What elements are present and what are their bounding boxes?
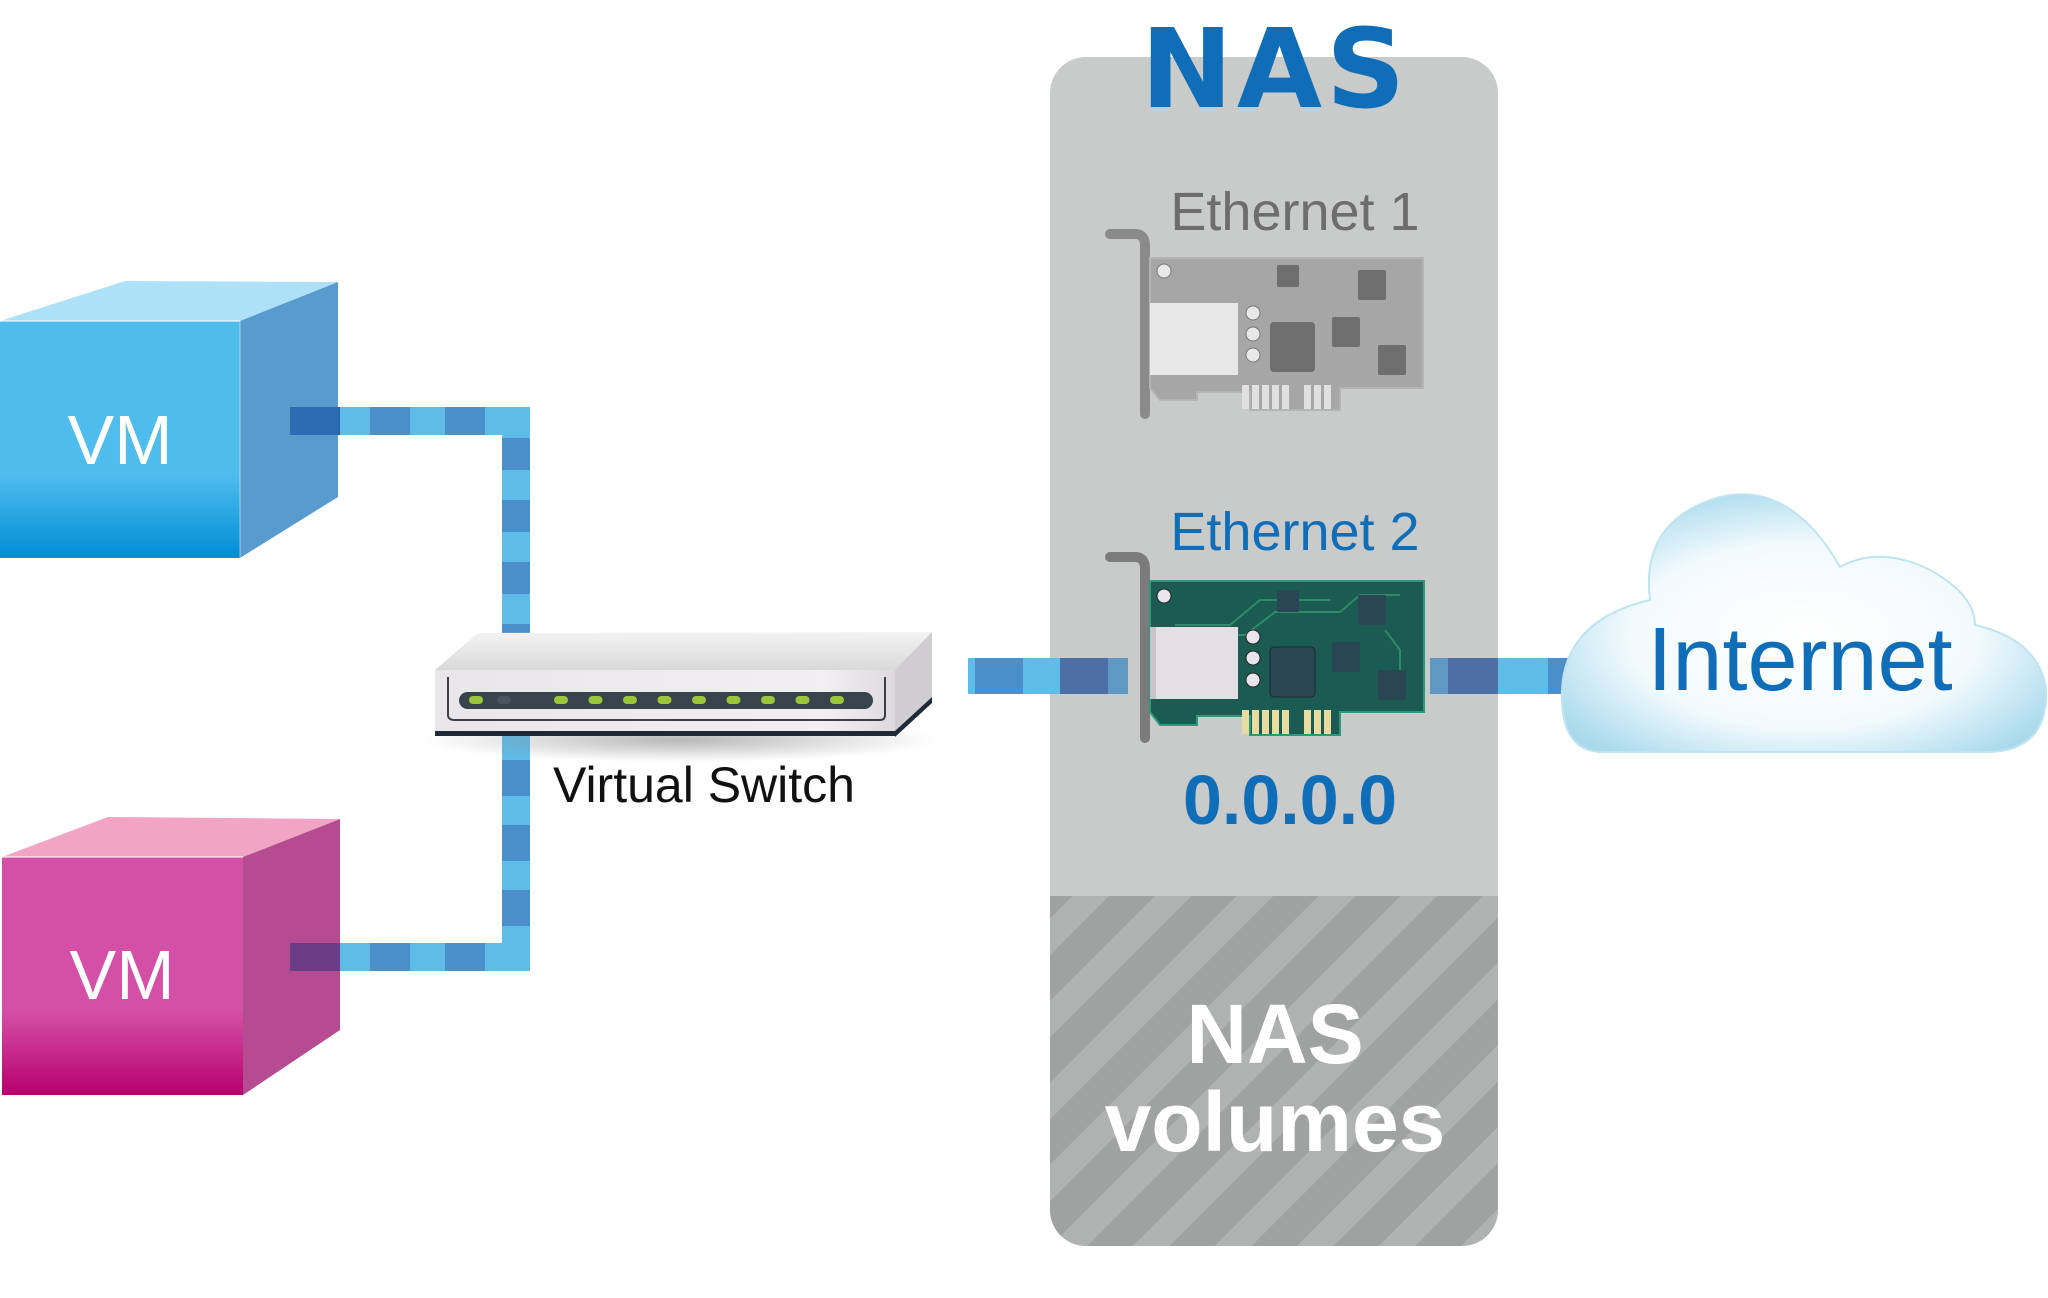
port-led bbox=[726, 696, 741, 704]
ethernet-2-ip-address: 0.0.0.0 bbox=[1182, 761, 1398, 839]
nas-title: NAS bbox=[1140, 5, 1410, 133]
port-led bbox=[554, 696, 568, 704]
ethernet-1-label: Ethernet 1 bbox=[1170, 182, 1420, 242]
nas-volumes-label-line1: NAS bbox=[1186, 987, 1364, 1081]
ethernet-2-label: Ethernet 2 bbox=[1170, 502, 1420, 562]
port-led bbox=[830, 696, 844, 704]
switch-led-row bbox=[469, 696, 844, 704]
ethernet-2-card bbox=[1105, 552, 1425, 743]
internet-label: Internet bbox=[1647, 610, 1953, 710]
cable-nas-to-internet bbox=[1430, 658, 1570, 694]
virtual-switch-device[interactable] bbox=[420, 632, 940, 762]
port-led bbox=[761, 696, 775, 704]
ethernet-1-card bbox=[1105, 229, 1424, 419]
port-led bbox=[795, 696, 810, 704]
nas-volumes-area bbox=[1050, 896, 1498, 1246]
vm-1-label: VM bbox=[67, 401, 173, 479]
port-led bbox=[657, 696, 672, 704]
vm-2-label: VM bbox=[69, 936, 175, 1014]
vm-cube-2[interactable] bbox=[2, 817, 340, 1095]
vm-cube-1[interactable] bbox=[0, 281, 338, 558]
internet-cloud[interactable] bbox=[1560, 493, 2048, 753]
port-led bbox=[588, 696, 603, 704]
virtual-switch-label: Virtual Switch bbox=[553, 757, 855, 813]
power-led bbox=[469, 696, 483, 704]
status-led bbox=[497, 696, 511, 704]
port-led bbox=[623, 696, 637, 704]
port-led bbox=[692, 696, 706, 704]
nas-volumes-label-line2: volumes bbox=[1104, 1075, 1446, 1170]
nas-volumes-label: NAS volumes bbox=[1050, 987, 1500, 1170]
cable-switch-to-nas bbox=[968, 658, 1128, 694]
